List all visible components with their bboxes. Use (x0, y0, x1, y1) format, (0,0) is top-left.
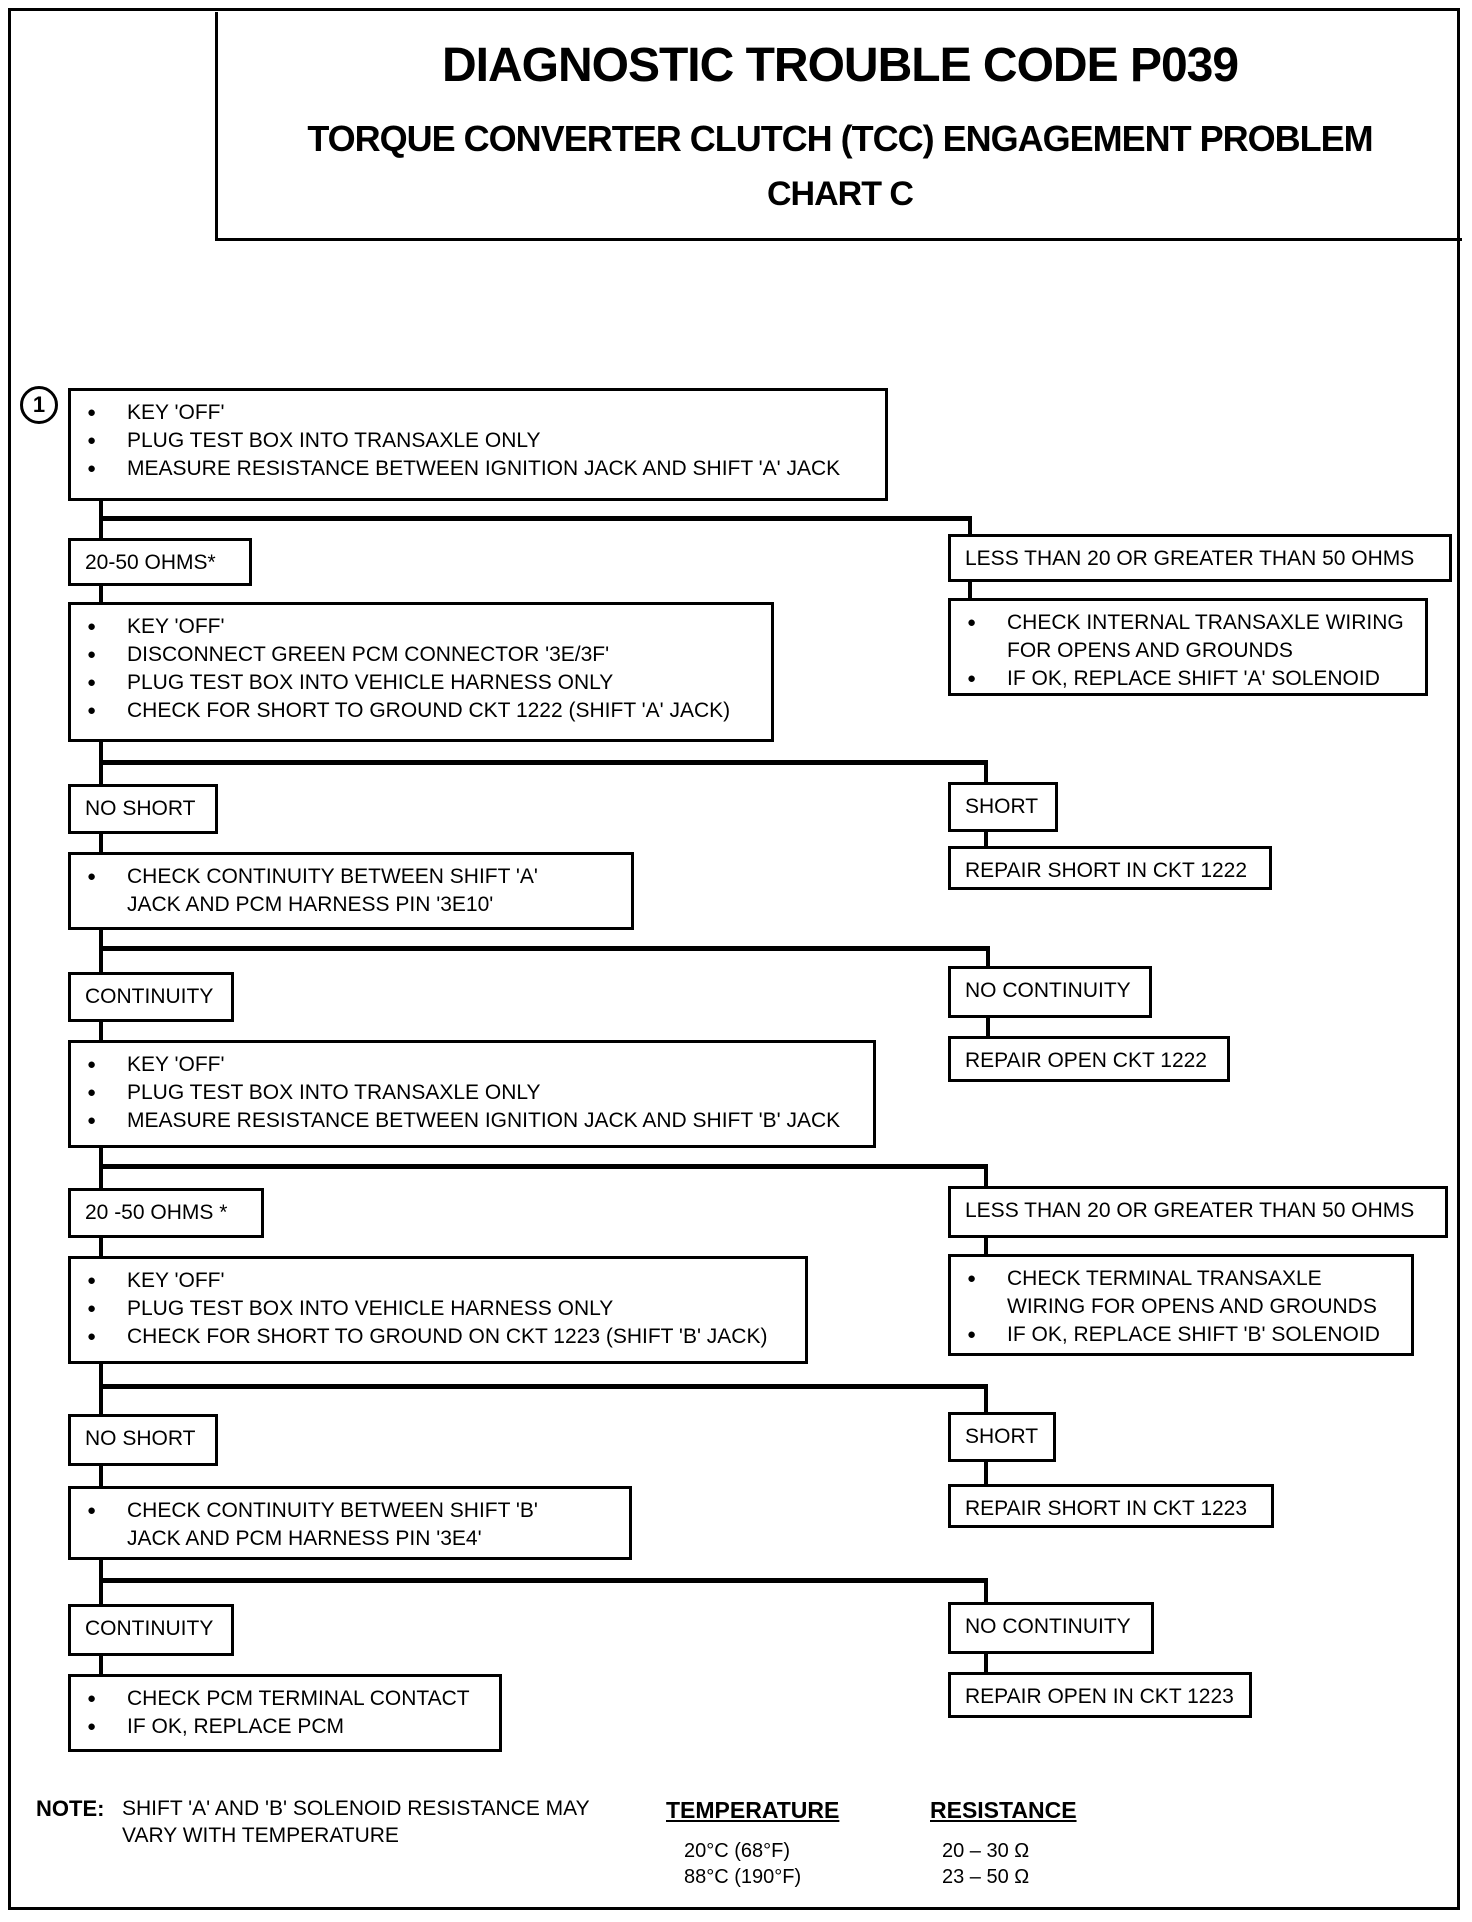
temperature-value: 88°C (190°F) (684, 1866, 802, 1888)
action-d-bad-item: IF OK, REPLACE SHIFT 'B' SOLENOID (965, 1321, 1397, 1349)
step7-item: CHECK PCM TERMINAL CONTACT (85, 1685, 485, 1713)
step-number-badge: 1 (20, 386, 58, 424)
step1-item: PLUG TEST BOX INTO TRANSAXLE ONLY (85, 427, 871, 455)
page-title: DIAGNOSTIC TROUBLE CODE P039 (441, 39, 1239, 92)
step2-item: CHECK FOR SHORT TO GROUND CKT 1222 (SHIF… (85, 697, 757, 725)
note-text: SHIFT 'A' AND 'B' SOLENOID RESISTANCE MA… (122, 1797, 590, 1847)
step3-box: CHECK CONTINUITY BETWEEN SHIFT 'A' JACK … (68, 852, 634, 930)
branch-line-f (99, 1578, 988, 1583)
trunk-e-bad (984, 1460, 988, 1485)
header-box: DIAGNOSTIC TROUBLE CODE P039 TORQUE CONV… (215, 12, 1462, 241)
trunk-f-ok (99, 1655, 103, 1677)
resistance-value: 23 – 50 Ω (942, 1866, 1030, 1888)
step6-box: CHECK CONTINUITY BETWEEN SHIFT 'B' JACK … (68, 1486, 632, 1560)
branch-line-e (99, 1384, 988, 1389)
action-d-bad-box: CHECK TERMINAL TRANSAXLE WIRING FOR OPEN… (948, 1254, 1414, 1356)
trunk-b-bad (984, 828, 988, 852)
main-trunk-1 (99, 500, 103, 542)
branch-line-d (99, 1164, 988, 1169)
action-d-bad-item: CHECK TERMINAL TRANSAXLE WIRING FOR OPEN… (965, 1265, 1397, 1321)
result-a-ok: 20-50 OHMS* (68, 538, 252, 586)
result-a-bad: LESS THAN 20 OR GREATER THAN 50 OHMS (948, 534, 1452, 582)
step2-item: DISCONNECT GREEN PCM CONNECTOR '3E/3F' (85, 641, 757, 669)
branch-drop-b (984, 760, 988, 784)
step5-item: PLUG TEST BOX INTO VEHICLE HARNESS ONLY (85, 1295, 791, 1323)
step2-item: PLUG TEST BOX INTO VEHICLE HARNESS ONLY (85, 669, 757, 697)
chart-label: CHART C (767, 175, 914, 213)
step4-box: KEY 'OFF' PLUG TEST BOX INTO TRANSAXLE O… (68, 1040, 876, 1148)
result-e-ok: NO SHORT (68, 1414, 218, 1466)
trunk-c-ok (99, 1019, 103, 1043)
result-b-bad: SHORT (948, 782, 1058, 832)
action-c-bad: REPAIR OPEN CKT 1222 (948, 1036, 1230, 1082)
step1-box: KEY 'OFF' PLUG TEST BOX INTO TRANSAXLE O… (68, 388, 888, 501)
result-c-ok: CONTINUITY (68, 972, 234, 1022)
trunk-e-ok (99, 1464, 103, 1487)
trunk-d-ok (99, 1236, 103, 1259)
step1-item: KEY 'OFF' (85, 399, 871, 427)
resistance-header: RESISTANCE (930, 1797, 1077, 1823)
temperature-value: 20°C (68°F) (684, 1840, 791, 1862)
trunk-f-bad (984, 1651, 988, 1675)
note-label: NOTE: (36, 1796, 105, 1821)
resistance-value: 20 – 30 Ω (942, 1840, 1030, 1862)
branch-drop-c (986, 946, 990, 970)
trunk-b-ok (99, 832, 103, 856)
step4-item: PLUG TEST BOX INTO TRANSAXLE ONLY (85, 1079, 859, 1107)
step3-item: CHECK CONTINUITY BETWEEN SHIFT 'A' JACK … (85, 863, 567, 919)
step4-item: MEASURE RESISTANCE BETWEEN IGNITION JACK… (85, 1107, 859, 1135)
action-a-bad-item: CHECK INTERNAL TRANSAXLE WIRING FOR OPEN… (965, 609, 1411, 665)
step7-box: CHECK PCM TERMINAL CONTACT IF OK, REPLAC… (68, 1674, 502, 1752)
result-e-bad: SHORT (948, 1412, 1056, 1462)
action-a-bad-box: CHECK INTERNAL TRANSAXLE WIRING FOR OPEN… (948, 598, 1428, 696)
branch-line-b (99, 760, 988, 765)
action-f-bad: REPAIR OPEN IN CKT 1223 (948, 1672, 1252, 1718)
action-b-bad: REPAIR SHORT IN CKT 1222 (948, 846, 1272, 890)
branch-line-c (99, 946, 990, 951)
step2-item: KEY 'OFF' (85, 613, 757, 641)
note: NOTE: SHIFT 'A' AND 'B' SOLENOID RESISTA… (36, 1795, 589, 1847)
branch-drop-f (984, 1578, 988, 1606)
page-frame (8, 8, 1460, 1910)
step4-item: KEY 'OFF' (85, 1051, 859, 1079)
trunk-a-ok (99, 582, 103, 606)
step2-box: KEY 'OFF' DISCONNECT GREEN PCM CONNECTOR… (68, 602, 774, 742)
result-d-ok: 20 -50 OHMS * (68, 1188, 264, 1238)
result-b-ok: NO SHORT (68, 784, 218, 834)
branch-drop-e (984, 1384, 988, 1414)
step7-item: IF OK, REPLACE PCM (85, 1713, 485, 1741)
main-trunk-5 (99, 1361, 103, 1417)
step6-item: CHECK CONTINUITY BETWEEN SHIFT 'B' JACK … (85, 1497, 567, 1553)
branch-drop-d (984, 1164, 988, 1188)
step5-item: CHECK FOR SHORT TO GROUND ON CKT 1223 (S… (85, 1323, 791, 1351)
step5-box: KEY 'OFF' PLUG TEST BOX INTO VEHICLE HAR… (68, 1256, 808, 1364)
step5-item: KEY 'OFF' (85, 1267, 791, 1295)
main-trunk-3 (99, 927, 103, 975)
result-c-bad: NO CONTINUITY (948, 966, 1152, 1018)
action-a-bad-item: IF OK, REPLACE SHIFT 'A' SOLENOID (965, 665, 1411, 693)
result-f-ok: CONTINUITY (68, 1604, 234, 1656)
result-d-bad: LESS THAN 20 OR GREATER THAN 50 OHMS (948, 1186, 1448, 1238)
result-f-bad: NO CONTINUITY (948, 1602, 1154, 1654)
step1-item: MEASURE RESISTANCE BETWEEN IGNITION JACK… (85, 455, 871, 483)
page-subtitle: TORQUE CONVERTER CLUTCH (TCC) ENGAGEMENT… (307, 118, 1373, 159)
trunk-d-bad (984, 1234, 988, 1256)
branch-line-a (99, 516, 972, 521)
branch-drop-a (968, 516, 972, 540)
trunk-a-bad (968, 578, 972, 602)
temperature-header: TEMPERATURE (666, 1797, 840, 1823)
action-e-bad: REPAIR SHORT IN CKT 1223 (948, 1484, 1274, 1528)
trunk-c-bad (986, 1016, 990, 1039)
